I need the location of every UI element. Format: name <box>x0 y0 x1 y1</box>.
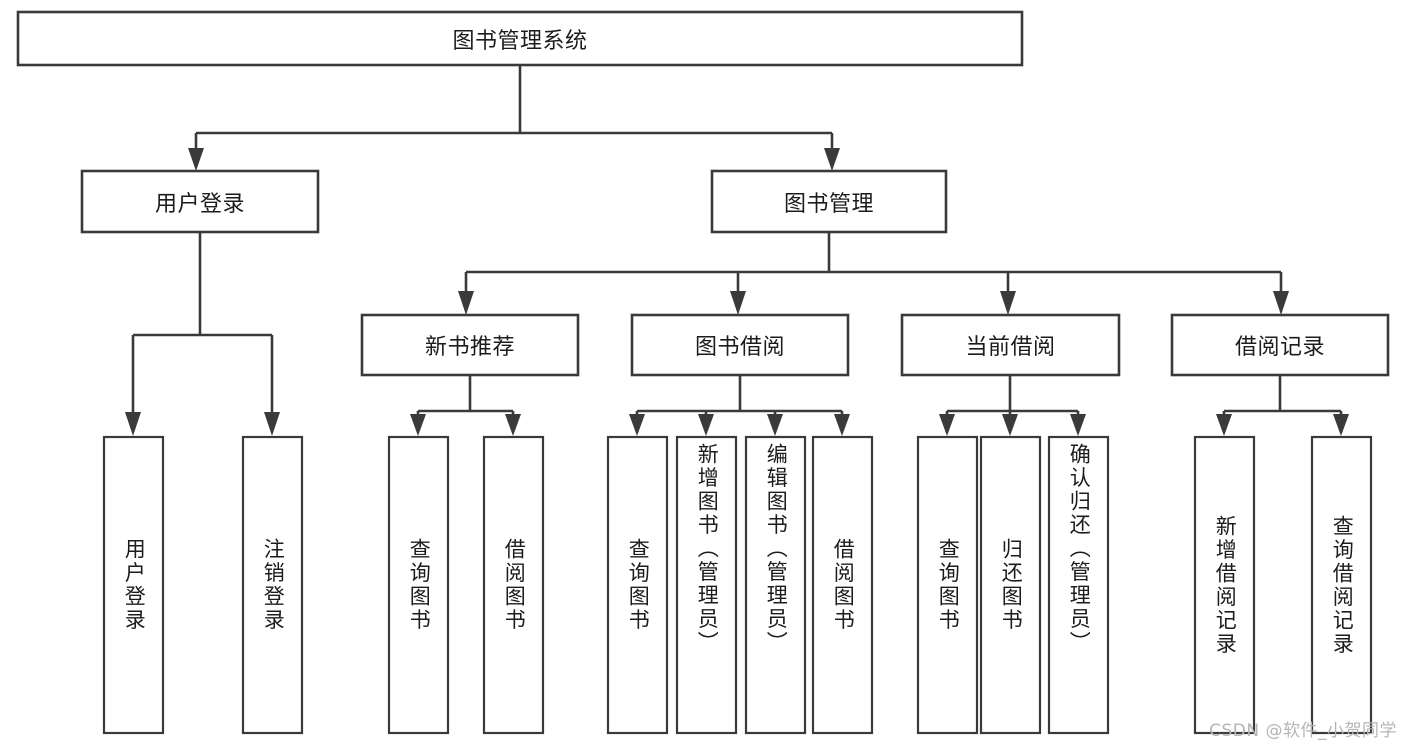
node-user-login-box[interactable] <box>80 169 320 234</box>
leaf-box-borrow-book-1[interactable] <box>482 435 545 735</box>
leaf-box-return-book[interactable] <box>979 435 1042 735</box>
arrow-leaf-user-logout <box>264 412 280 436</box>
arrow-bb-leaf-3 <box>767 414 783 436</box>
node-current-borrow-box[interactable] <box>900 313 1121 377</box>
leaf-box-user-logout[interactable] <box>241 435 304 735</box>
arrow-cb-leaf-3 <box>1070 414 1086 436</box>
leaf-box-query-book-1[interactable] <box>387 435 450 735</box>
arrow-book-borrow <box>730 291 746 315</box>
arrow-cb-leaf-1 <box>939 414 955 436</box>
arrow-current-borrow <box>1000 291 1016 315</box>
arrow-leaf-user-login <box>125 412 141 436</box>
arrow-user-login <box>188 148 204 171</box>
leaf-box-edit-book[interactable] <box>744 435 807 735</box>
leaf-box-query-book-2[interactable] <box>606 435 669 735</box>
arrow-new-book-rec <box>458 291 474 315</box>
arrow-bb-leaf-2 <box>698 414 714 436</box>
node-book-manage-box[interactable] <box>710 169 948 234</box>
arrow-borrow-record <box>1273 291 1289 315</box>
arrow-nbr-leaf-2 <box>505 414 521 436</box>
leaf-box-borrow-book-2[interactable] <box>811 435 874 735</box>
arrow-br-leaf-1 <box>1216 414 1232 436</box>
node-new-book-rec-box[interactable] <box>360 313 580 377</box>
arrow-bb-leaf-4 <box>834 414 850 436</box>
leaf-box-query-book-3[interactable] <box>916 435 979 735</box>
leaf-box-add-book[interactable] <box>675 435 738 735</box>
leaf-box-user-login[interactable] <box>102 435 165 735</box>
arrow-book-manage <box>824 148 840 171</box>
leaf-box-confirm-return[interactable] <box>1047 435 1110 735</box>
watermark-text: CSDN @软件_小贺同学 <box>1209 721 1397 741</box>
arrow-nbr-leaf-1 <box>410 414 426 436</box>
arrow-br-leaf-2 <box>1333 414 1349 436</box>
node-borrow-record-box[interactable] <box>1170 313 1390 377</box>
arrow-cb-leaf-2 <box>1002 414 1018 436</box>
node-book-borrow-box[interactable] <box>630 313 850 377</box>
leaf-box-add-record[interactable] <box>1193 435 1256 735</box>
leaf-box-query-record[interactable] <box>1310 435 1373 735</box>
arrow-bb-leaf-1 <box>629 414 645 436</box>
node-box-group <box>16 10 1390 735</box>
connector-group <box>125 65 1349 436</box>
node-root-box[interactable] <box>16 10 1024 67</box>
